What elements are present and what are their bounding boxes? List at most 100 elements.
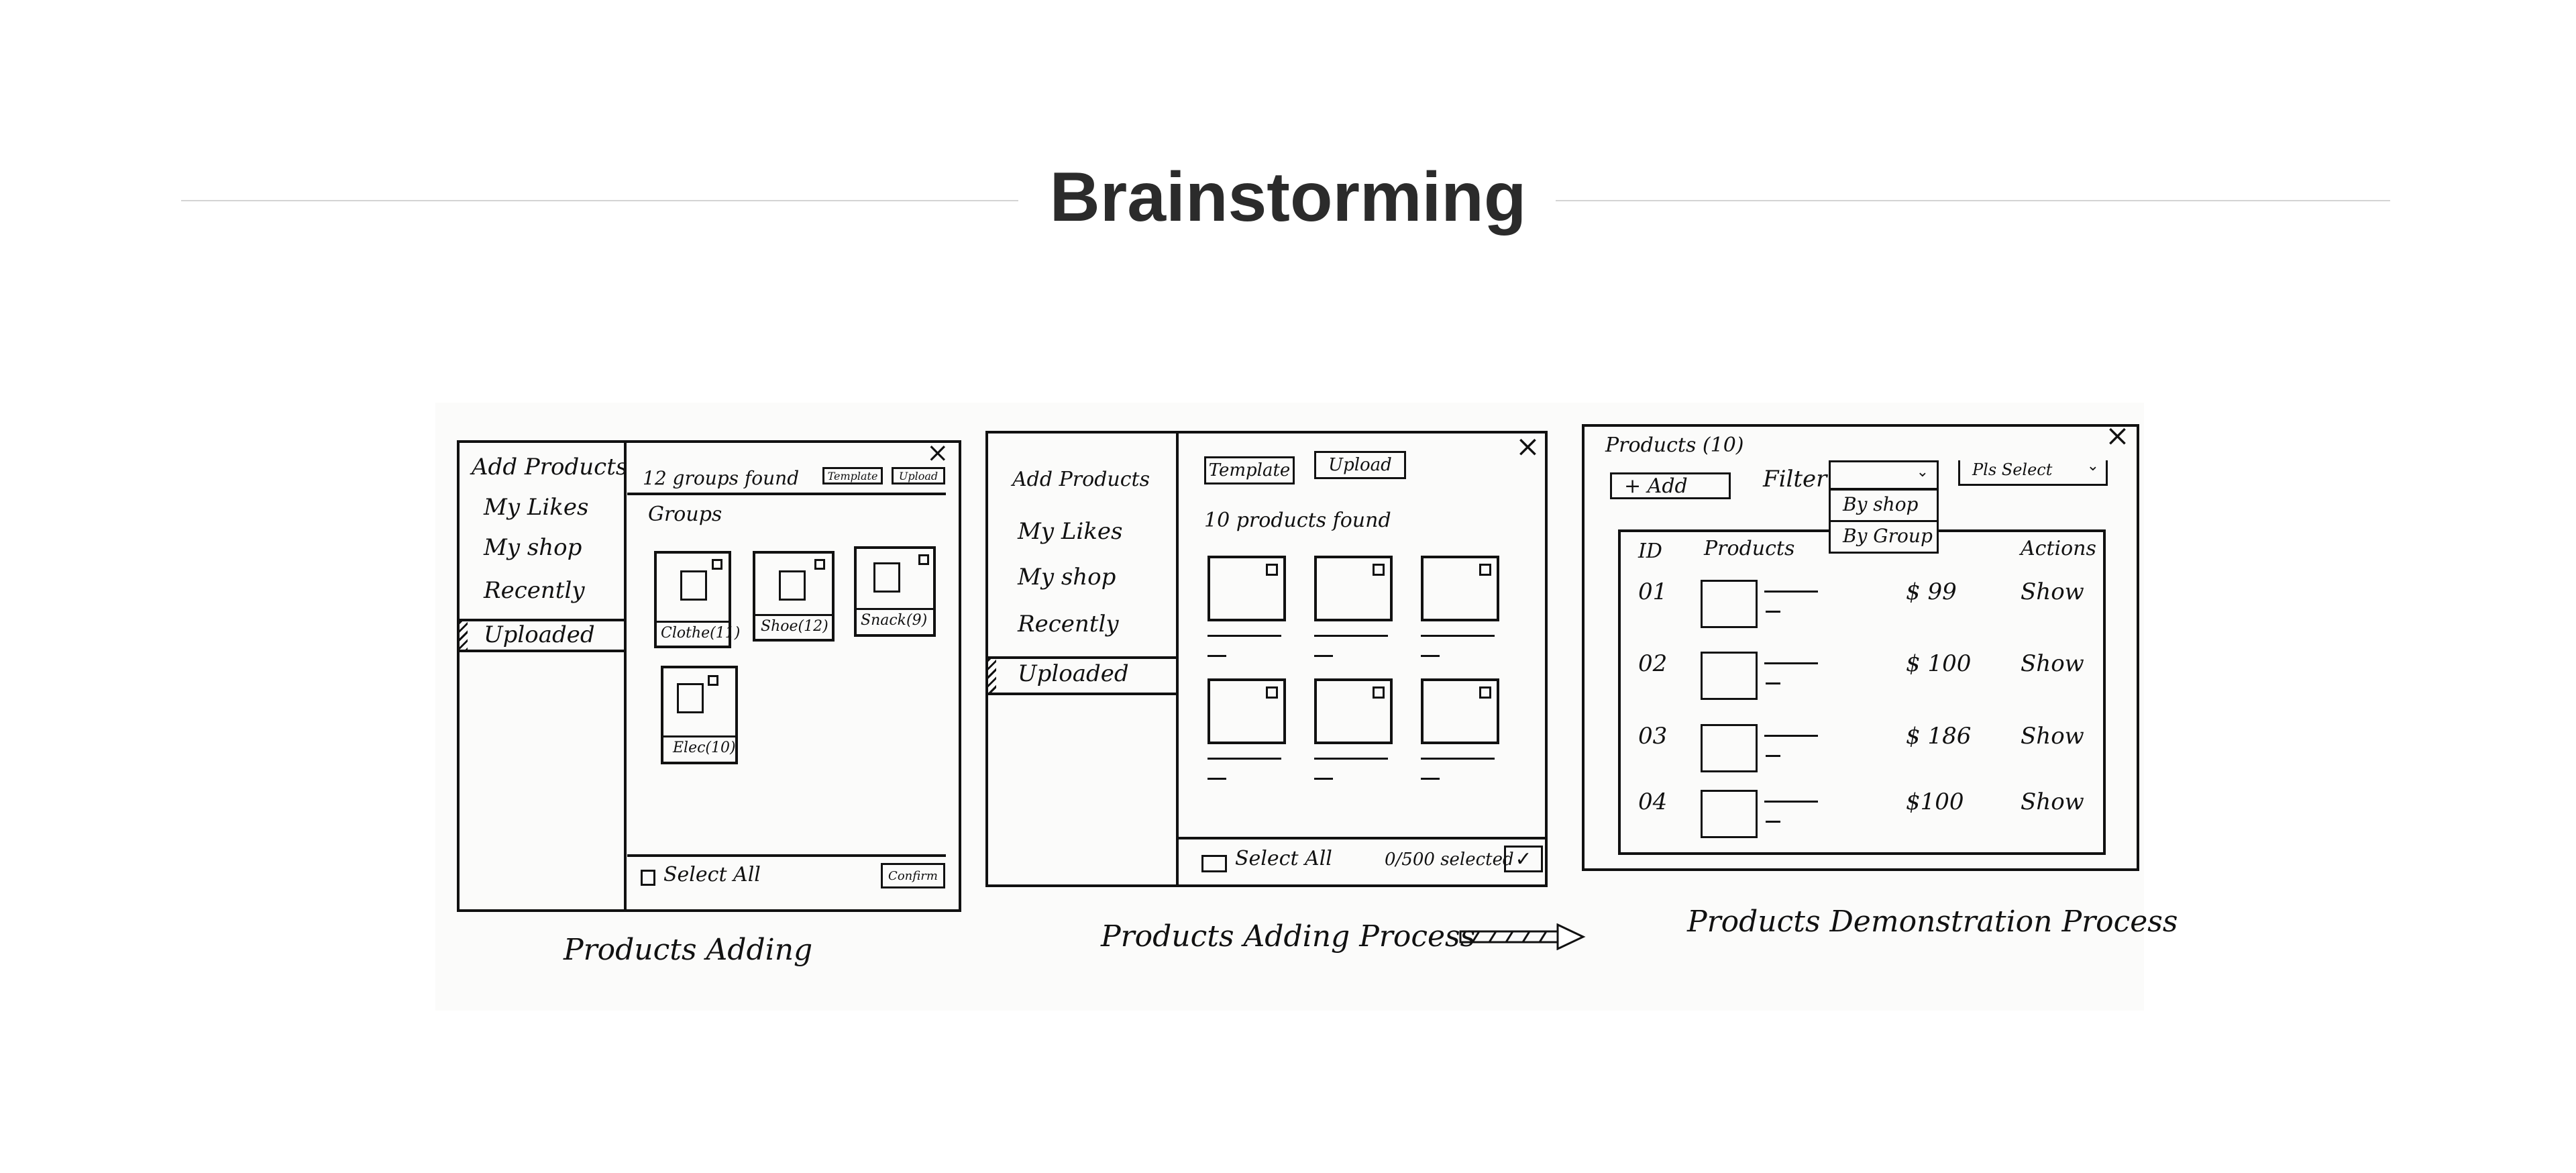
show-action-link[interactable]: Show	[2021, 650, 2084, 677]
show-action-link[interactable]: Show	[2021, 723, 2084, 750]
page-title: Brainstorming	[1049, 158, 1527, 236]
group-label: Elec(10)	[673, 740, 736, 756]
product-card-thumbnail[interactable]	[1314, 556, 1393, 621]
product-desc-placeholder	[1766, 821, 1780, 823]
caption-products-demonstration-process: Products Demonstration Process	[1687, 905, 2178, 939]
show-action-link[interactable]: Show	[2021, 578, 2084, 605]
group-card[interactable]: Elec(10)	[661, 666, 738, 764]
select-all-checkbox[interactable]	[1201, 855, 1227, 872]
checkbox[interactable]	[1479, 564, 1491, 576]
right-arrow-icon	[1459, 923, 1587, 951]
caption-products-adding-process: Products Adding Process	[1101, 919, 1476, 954]
title-divider-left	[181, 200, 1018, 201]
template-button[interactable]: Template	[1204, 456, 1295, 484]
sketch-products-adding: Add Products My Likes My shop Recently U…	[457, 438, 961, 912]
product-name-placeholder	[1764, 801, 1818, 803]
sidebar-item-my-shop[interactable]: My shop	[1018, 564, 1116, 591]
sidebar-item-recently[interactable]: Recently	[484, 577, 585, 604]
checkbox[interactable]	[712, 559, 722, 570]
confirm-check-button[interactable]: ✓	[1504, 846, 1543, 872]
sidebar-divider	[624, 440, 627, 912]
selected-count: 0/500 selected	[1385, 850, 1514, 870]
product-name-placeholder	[1764, 735, 1818, 737]
modal-window	[1582, 424, 2139, 871]
product-name-placeholder	[1764, 591, 1818, 593]
show-action-link[interactable]: Show	[2021, 788, 2084, 815]
row-price: $ 186	[1906, 723, 1972, 750]
filter-option-label: By shop	[1843, 493, 1919, 515]
checkbox[interactable]	[918, 554, 929, 565]
group-card[interactable]: Clothe(11)	[654, 551, 740, 648]
groups-heading: Groups	[648, 503, 722, 526]
close-icon[interactable]: ×	[2105, 419, 2130, 453]
checkbox[interactable]	[1266, 686, 1278, 699]
file-icon	[680, 570, 707, 601]
checkbox[interactable]	[1479, 686, 1491, 699]
sketch-products-adding-process: Add Products My Likes My shop Recently U…	[985, 429, 1548, 887]
file-icon	[677, 683, 704, 713]
sidebar-item-my-likes[interactable]: My Likes	[1018, 518, 1123, 545]
select-dropdown[interactable]: Pls Select ⌄	[1958, 458, 2108, 486]
product-card-thumbnail[interactable]	[1314, 678, 1393, 744]
selected-indicator	[988, 659, 996, 693]
products-found-count: 10 products found	[1204, 509, 1391, 532]
sidebar-item-my-likes[interactable]: My Likes	[484, 494, 589, 521]
selected-row-top	[457, 619, 626, 621]
product-thumbnail	[1701, 652, 1758, 700]
upload-button[interactable]: Upload	[1314, 451, 1406, 479]
checkbox[interactable]	[708, 675, 718, 686]
checkbox[interactable]	[1373, 564, 1385, 576]
sidebar-item-uploaded[interactable]: Uploaded	[484, 621, 595, 648]
modal-window	[985, 431, 1548, 887]
group-label: Clothe(11)	[661, 625, 741, 642]
filter-option-by-group[interactable]: By Group	[1829, 520, 1939, 554]
row-id: 02	[1638, 650, 1668, 677]
checkbox[interactable]	[1373, 686, 1385, 699]
row-id: 04	[1638, 788, 1668, 815]
add-button[interactable]: + Add	[1610, 472, 1731, 499]
sidebar-item-uploaded[interactable]: Uploaded	[1018, 660, 1129, 687]
sidebar-item-recently[interactable]: Recently	[1018, 611, 1119, 638]
group-card[interactable]: Snack(9)	[854, 546, 936, 637]
sidebar-divider	[1176, 431, 1179, 887]
product-desc-placeholder	[1766, 755, 1780, 757]
confirm-button[interactable]: Confirm	[881, 863, 945, 888]
group-label: Snack(9)	[861, 612, 928, 629]
checkbox[interactable]	[1266, 564, 1278, 576]
products-title: Products (10)	[1605, 434, 1744, 457]
footer-divider	[1179, 837, 1545, 839]
product-price-placeholder	[1421, 655, 1440, 657]
product-card-thumbnail[interactable]	[1208, 556, 1286, 621]
sidebar-item-my-shop[interactable]: My shop	[484, 534, 582, 561]
sidebar-item-add-products[interactable]: Add Products	[472, 454, 628, 480]
product-price-placeholder	[1314, 778, 1333, 780]
select-all-checkbox[interactable]	[641, 870, 655, 886]
template-button[interactable]: Template	[822, 467, 883, 484]
select-all-label: Select All	[663, 863, 761, 886]
close-icon[interactable]: ×	[1515, 429, 1540, 464]
column-header-actions: Actions	[2021, 537, 2096, 560]
card-divider	[755, 614, 833, 616]
caption-products-adding: Products Adding	[564, 933, 813, 967]
product-card-thumbnail[interactable]	[1421, 678, 1499, 744]
product-name-placeholder	[1208, 635, 1281, 637]
filter-option-by-shop[interactable]: By shop	[1829, 489, 1939, 522]
product-card-thumbnail[interactable]	[1208, 678, 1286, 744]
filter-dropdown[interactable]: ⌄	[1829, 460, 1939, 490]
sidebar-item-add-products[interactable]: Add Products	[1012, 468, 1150, 491]
row-id: 03	[1638, 723, 1668, 750]
group-card[interactable]: Shoe(12)	[753, 551, 835, 642]
card-divider	[657, 621, 729, 623]
product-desc-placeholder	[1766, 611, 1780, 613]
row-price: $100	[1906, 788, 1964, 815]
card-divider	[857, 608, 934, 610]
product-card-thumbnail[interactable]	[1421, 556, 1499, 621]
checkbox[interactable]	[814, 559, 825, 570]
chevron-down-icon: ⌄	[1916, 464, 1929, 480]
upload-button[interactable]: Upload	[892, 467, 945, 484]
product-price-placeholder	[1208, 655, 1226, 657]
close-icon[interactable]: ×	[926, 438, 949, 468]
file-icon	[873, 562, 900, 593]
product-name-placeholder	[1421, 635, 1495, 637]
product-desc-placeholder	[1766, 682, 1780, 684]
